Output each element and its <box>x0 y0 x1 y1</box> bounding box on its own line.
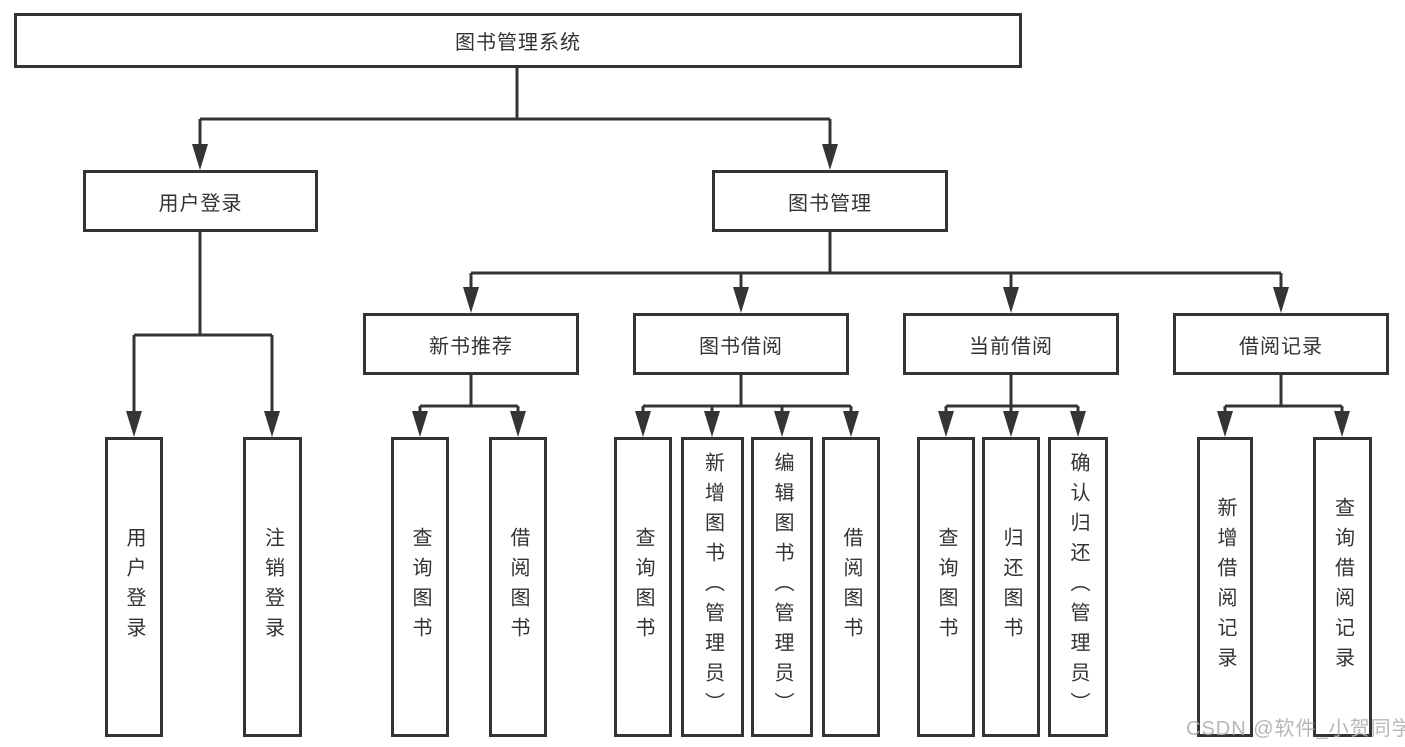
leaf-query-books-current: 查询图书 <box>917 437 975 737</box>
connector-bookmgmt-to-level3 <box>463 232 1289 313</box>
leaf-query-books-borrowing: 查询图书 <box>614 437 672 737</box>
arrowhead <box>1003 287 1019 313</box>
node-current-borrowing: 当前借阅 <box>903 313 1119 375</box>
arrowhead <box>938 411 954 437</box>
node-user-login: 用户登录 <box>83 170 318 232</box>
node-library-management-system: 图书管理系统 <box>14 13 1022 68</box>
node-book-borrowing: 图书借阅 <box>633 313 849 375</box>
connector-userlogin-children <box>126 232 280 437</box>
leaf-borrow-books: 借阅图书 <box>822 437 880 737</box>
arrowhead <box>774 411 790 437</box>
connector-currentborrow-children <box>938 375 1086 437</box>
arrowhead <box>704 411 720 437</box>
leaf-return-books: 归还图书 <box>982 437 1040 737</box>
connector-bookborrow-children <box>635 375 859 437</box>
leaf-borrow-books-recommend: 借阅图书 <box>489 437 547 737</box>
node-new-book-recommendation: 新书推荐 <box>363 313 579 375</box>
connector-root-to-level2 <box>192 68 838 170</box>
node-borrowing-records: 借阅记录 <box>1173 313 1389 375</box>
leaf-logout: 注销登录 <box>243 437 302 737</box>
arrowhead <box>1070 411 1086 437</box>
leaf-query-books-recommend: 查询图书 <box>391 437 449 737</box>
arrowhead <box>635 411 651 437</box>
leaf-user-login: 用户登录 <box>105 437 163 737</box>
leaf-add-books-admin: 新增图书（管理员） <box>681 437 744 737</box>
arrowhead <box>1217 411 1233 437</box>
leaf-confirm-return-admin: 确认归还（管理员） <box>1048 437 1108 737</box>
arrowhead <box>192 144 208 170</box>
arrowhead <box>822 144 838 170</box>
arrowhead <box>843 411 859 437</box>
leaf-add-borrow-record: 新增借阅记录 <box>1197 437 1253 737</box>
arrowhead <box>733 287 749 313</box>
arrowhead <box>412 411 428 437</box>
node-book-management: 图书管理 <box>712 170 948 232</box>
leaf-edit-books-admin: 编辑图书（管理员） <box>751 437 813 737</box>
arrowhead <box>264 411 280 437</box>
arrowhead <box>126 411 142 437</box>
arrowhead <box>1273 287 1289 313</box>
leaf-query-borrow-record: 查询借阅记录 <box>1313 437 1372 737</box>
arrowhead <box>463 287 479 313</box>
connector-borrowrecords-children <box>1217 375 1350 437</box>
connector-newbook-children <box>412 375 526 437</box>
arrowhead <box>510 411 526 437</box>
arrowhead <box>1334 411 1350 437</box>
arrowhead <box>1003 411 1019 437</box>
csdn-watermark: CSDN @软件_小贺同学 <box>1186 718 1405 740</box>
